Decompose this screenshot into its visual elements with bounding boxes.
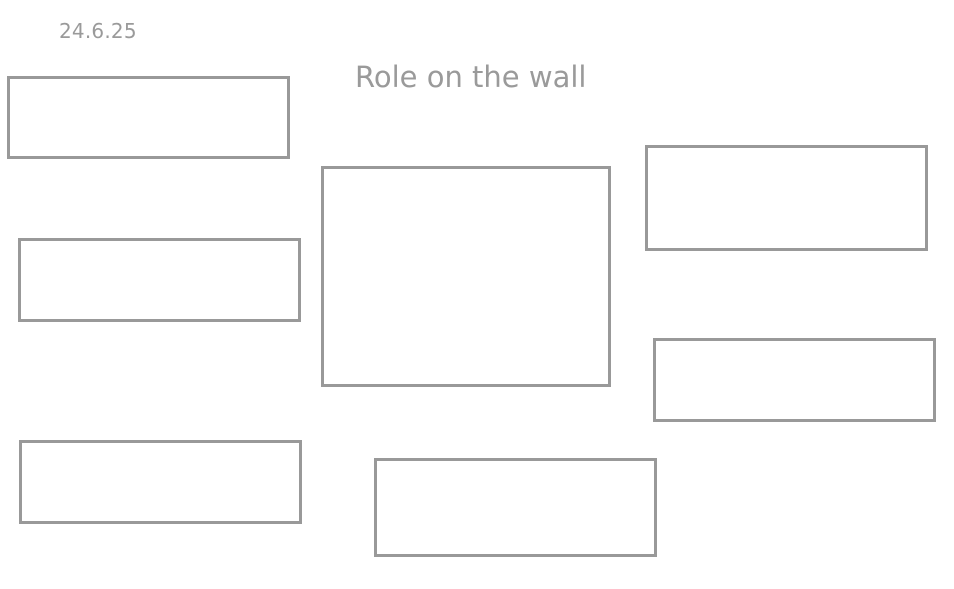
empty-box-top-right (645, 145, 928, 251)
slide-date: 24.6.25 (59, 19, 137, 43)
empty-box-bottom-center (374, 458, 657, 557)
empty-box-top-left (7, 76, 290, 159)
empty-box-middle-left (18, 238, 301, 322)
empty-box-center-large (321, 166, 611, 387)
slide-title: Role on the wall (355, 60, 587, 94)
empty-box-middle-right (653, 338, 936, 422)
empty-box-bottom-left (19, 440, 302, 524)
